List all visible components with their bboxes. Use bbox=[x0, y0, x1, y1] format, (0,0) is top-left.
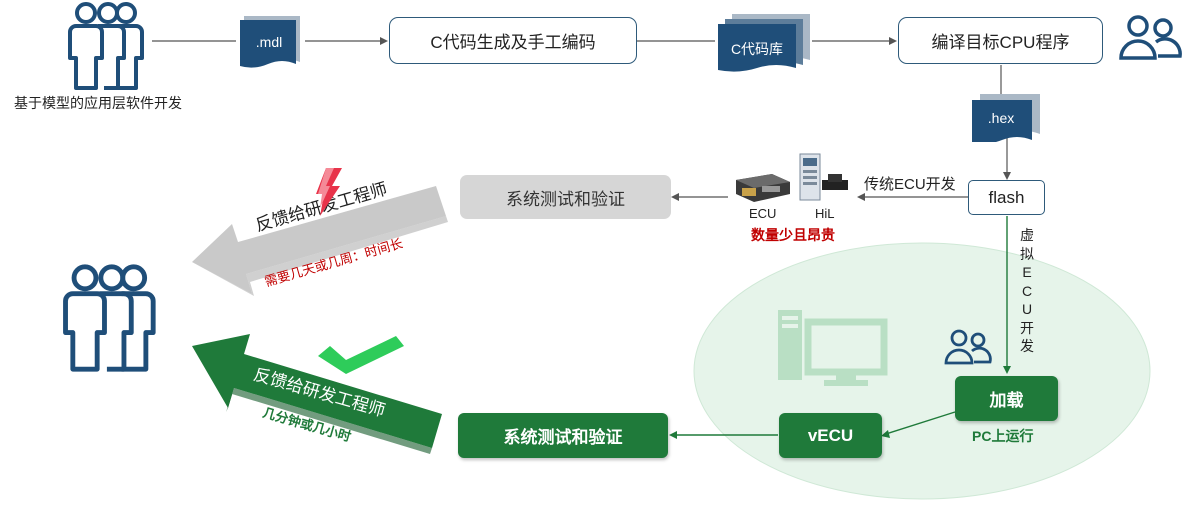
load-users-icon bbox=[944, 329, 992, 365]
virtual-ecu-label: 虚拟ECU开发 bbox=[1020, 227, 1034, 354]
traditional-test-box: 系统测试和验证 bbox=[460, 175, 671, 219]
virtual-test-box[interactable]: 系统测试和验证 bbox=[458, 413, 668, 458]
mdl-document: .mdl bbox=[236, 16, 302, 68]
virtual-env-ellipse bbox=[693, 242, 1151, 500]
ecu-label: ECU bbox=[749, 206, 777, 221]
pc-icon bbox=[778, 310, 888, 386]
c-library-document: C代码库 bbox=[716, 14, 812, 72]
ecu-hardware-icon bbox=[736, 174, 790, 202]
engineer-team-icon bbox=[63, 264, 156, 372]
virtual-feedback-arrow bbox=[192, 334, 442, 454]
compile-users-icon bbox=[1119, 15, 1182, 60]
traditional-ecu-label: 传统ECU开发 bbox=[864, 176, 956, 193]
pc-note: PC上运行 bbox=[972, 428, 1034, 444]
warning-lightning-icon bbox=[316, 168, 342, 216]
hil-label: HiL bbox=[815, 206, 835, 221]
cost-note: 数量少且昂贵 bbox=[751, 227, 835, 243]
developer-team-icon bbox=[68, 2, 144, 90]
hex-document: .hex bbox=[970, 94, 1042, 142]
compile-box: 编译目标CPU程序 bbox=[898, 17, 1103, 64]
flash-box: flash bbox=[968, 180, 1045, 215]
hil-hardware-icon bbox=[799, 153, 848, 201]
load-box[interactable]: 加载 bbox=[955, 376, 1058, 421]
vecu-box[interactable]: vECU bbox=[779, 413, 882, 458]
success-check-icon bbox=[318, 336, 404, 374]
codegen-box: C代码生成及手工编码 bbox=[389, 17, 637, 64]
team-caption: 基于模型的应用层软件开发 bbox=[14, 95, 182, 111]
arrow-load-to-vecu bbox=[885, 411, 956, 435]
traditional-feedback-arrow bbox=[192, 186, 448, 296]
